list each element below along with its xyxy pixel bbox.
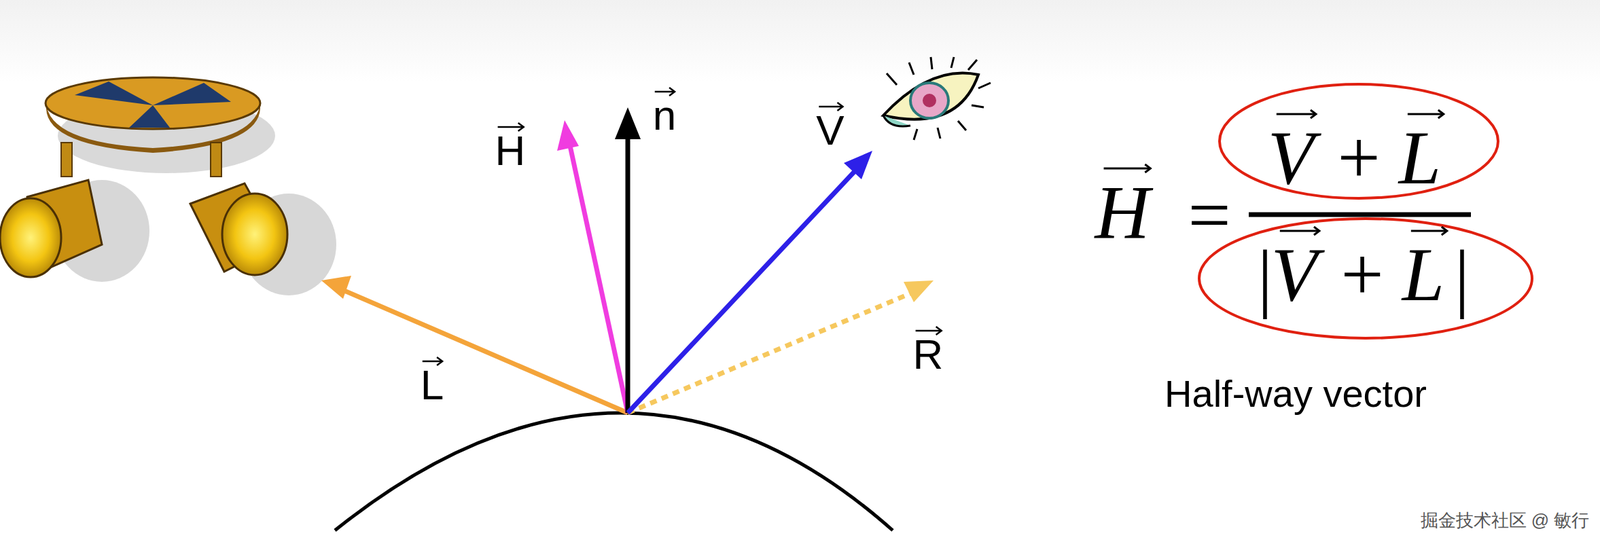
formula-symbol: V [1267, 119, 1314, 196]
annotation-ellipse [1219, 84, 1499, 199]
watermark: 掘金技术社区 @ 敏行 [1420, 511, 1590, 530]
formula-symbol: + [1340, 236, 1384, 313]
caption-text: Half-way vector [1164, 375, 1427, 414]
vector-arrow-symbol [422, 356, 447, 367]
vector-label: L [420, 364, 444, 407]
vector-label: H [495, 129, 526, 172]
fraction-bar [1248, 212, 1471, 218]
vector-arrow-symbol [654, 86, 679, 97]
formula-symbol: + [1337, 119, 1380, 196]
top-band [0, 0, 1600, 82]
formula-symbol: L [1398, 119, 1442, 196]
vector-arrow-symbol [1280, 226, 1324, 236]
surface-curve [334, 413, 893, 531]
vector-label: R [913, 333, 944, 376]
vector-arrows [321, 107, 934, 414]
formula-symbol: = [1187, 176, 1231, 253]
formula-symbol: L [1402, 236, 1445, 313]
vector-arrow-symbol [915, 326, 946, 336]
vector-label: V [815, 109, 844, 152]
annotation-ellipse [1199, 218, 1533, 339]
vector-arrow-symbol [1407, 109, 1448, 119]
vector-arrow-symbol [498, 122, 528, 132]
lamp-illustration [0, 77, 337, 296]
formula-symbol: H [1095, 173, 1151, 251]
formula-symbol: | [1454, 239, 1470, 316]
vector-arrow-symbol [1276, 109, 1321, 119]
eye-illustration [883, 57, 991, 140]
vector-label: n [652, 94, 677, 137]
vector-arrow-symbol [818, 101, 847, 112]
formula-symbol: V [1271, 236, 1318, 313]
vector-arrow-symbol [1104, 163, 1155, 174]
formula-symbol: | [1257, 239, 1273, 316]
vector-arrow-symbol [1411, 226, 1452, 236]
